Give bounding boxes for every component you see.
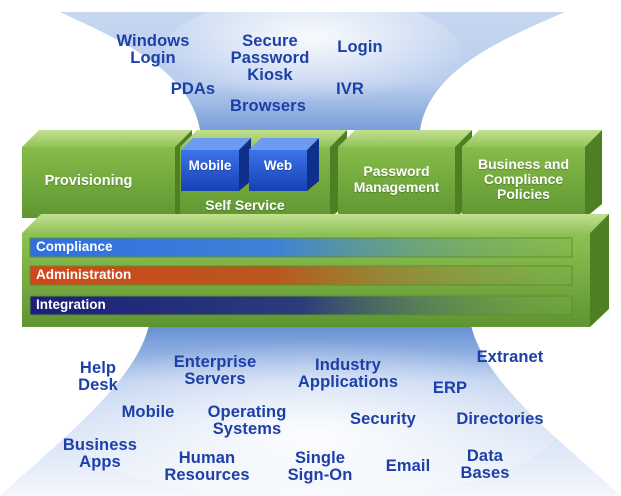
administration-bar <box>29 265 573 286</box>
channel-secure-password-kiosk: Secure Password Kiosk <box>230 32 310 84</box>
system-erp: ERP <box>432 379 468 397</box>
channel-windows-login: Windows Login <box>116 32 190 67</box>
mobile-box <box>181 138 251 191</box>
provisioning-label: Provisioning <box>44 173 133 189</box>
system-mobile: Mobile <box>121 403 175 421</box>
web-box <box>249 138 319 191</box>
channel-browsers: Browsers <box>229 97 306 115</box>
administration-label: Administration <box>36 267 132 282</box>
system-operating-systems: Operating Systems <box>207 403 287 438</box>
mobile-label: Mobile <box>188 158 232 173</box>
password-management-label: Password Management <box>353 163 440 195</box>
system-industry-applications: Industry Applications <box>297 356 399 391</box>
provisioning-block <box>22 130 192 218</box>
web-label: Web <box>263 158 293 173</box>
business-compliance-block <box>462 130 602 218</box>
channel-ivr: IVR <box>336 80 364 98</box>
system-help-desk: Help Desk <box>78 359 118 394</box>
self-service-label: Self Service <box>205 197 285 213</box>
integration-label: Integration <box>36 297 106 312</box>
system-email: Email <box>385 457 431 475</box>
system-business-apps: Business Apps <box>62 436 138 471</box>
system-single-sign-on: Single Sign-On <box>287 449 353 484</box>
system-extranet: Extranet <box>476 348 544 366</box>
channel-pdas: PDAs <box>170 80 216 98</box>
compliance-label: Compliance <box>36 239 113 254</box>
system-human-resources: Human Resources <box>164 449 250 484</box>
compliance-bar <box>29 237 573 258</box>
integration-bar <box>29 295 573 316</box>
system-security: Security <box>350 410 416 428</box>
channel-login: Login <box>337 38 383 56</box>
system-directories: Directories <box>456 410 544 428</box>
system-enterprise-servers: Enterprise Servers <box>173 353 257 388</box>
business-compliance-label: Business and Compliance Policies <box>477 156 570 202</box>
system-data-bases: Data Bases <box>460 447 510 482</box>
